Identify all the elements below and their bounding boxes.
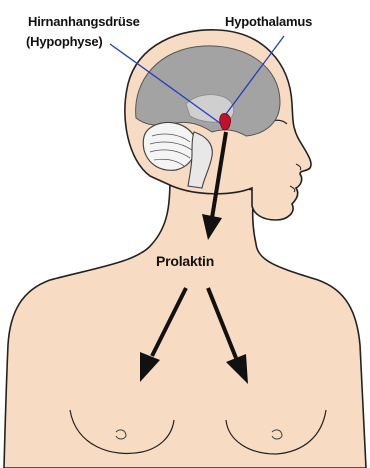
cerebellum [143, 122, 196, 170]
hypothalamus-label: Hypothalamus [225, 14, 312, 29]
torso [4, 178, 366, 468]
prolactin-label: Prolaktin [156, 254, 214, 269]
pituitary-label-line2: (Hypophyse) [26, 34, 103, 49]
pituitary-label-line1: Hirnanhangsdrüse [28, 14, 140, 29]
